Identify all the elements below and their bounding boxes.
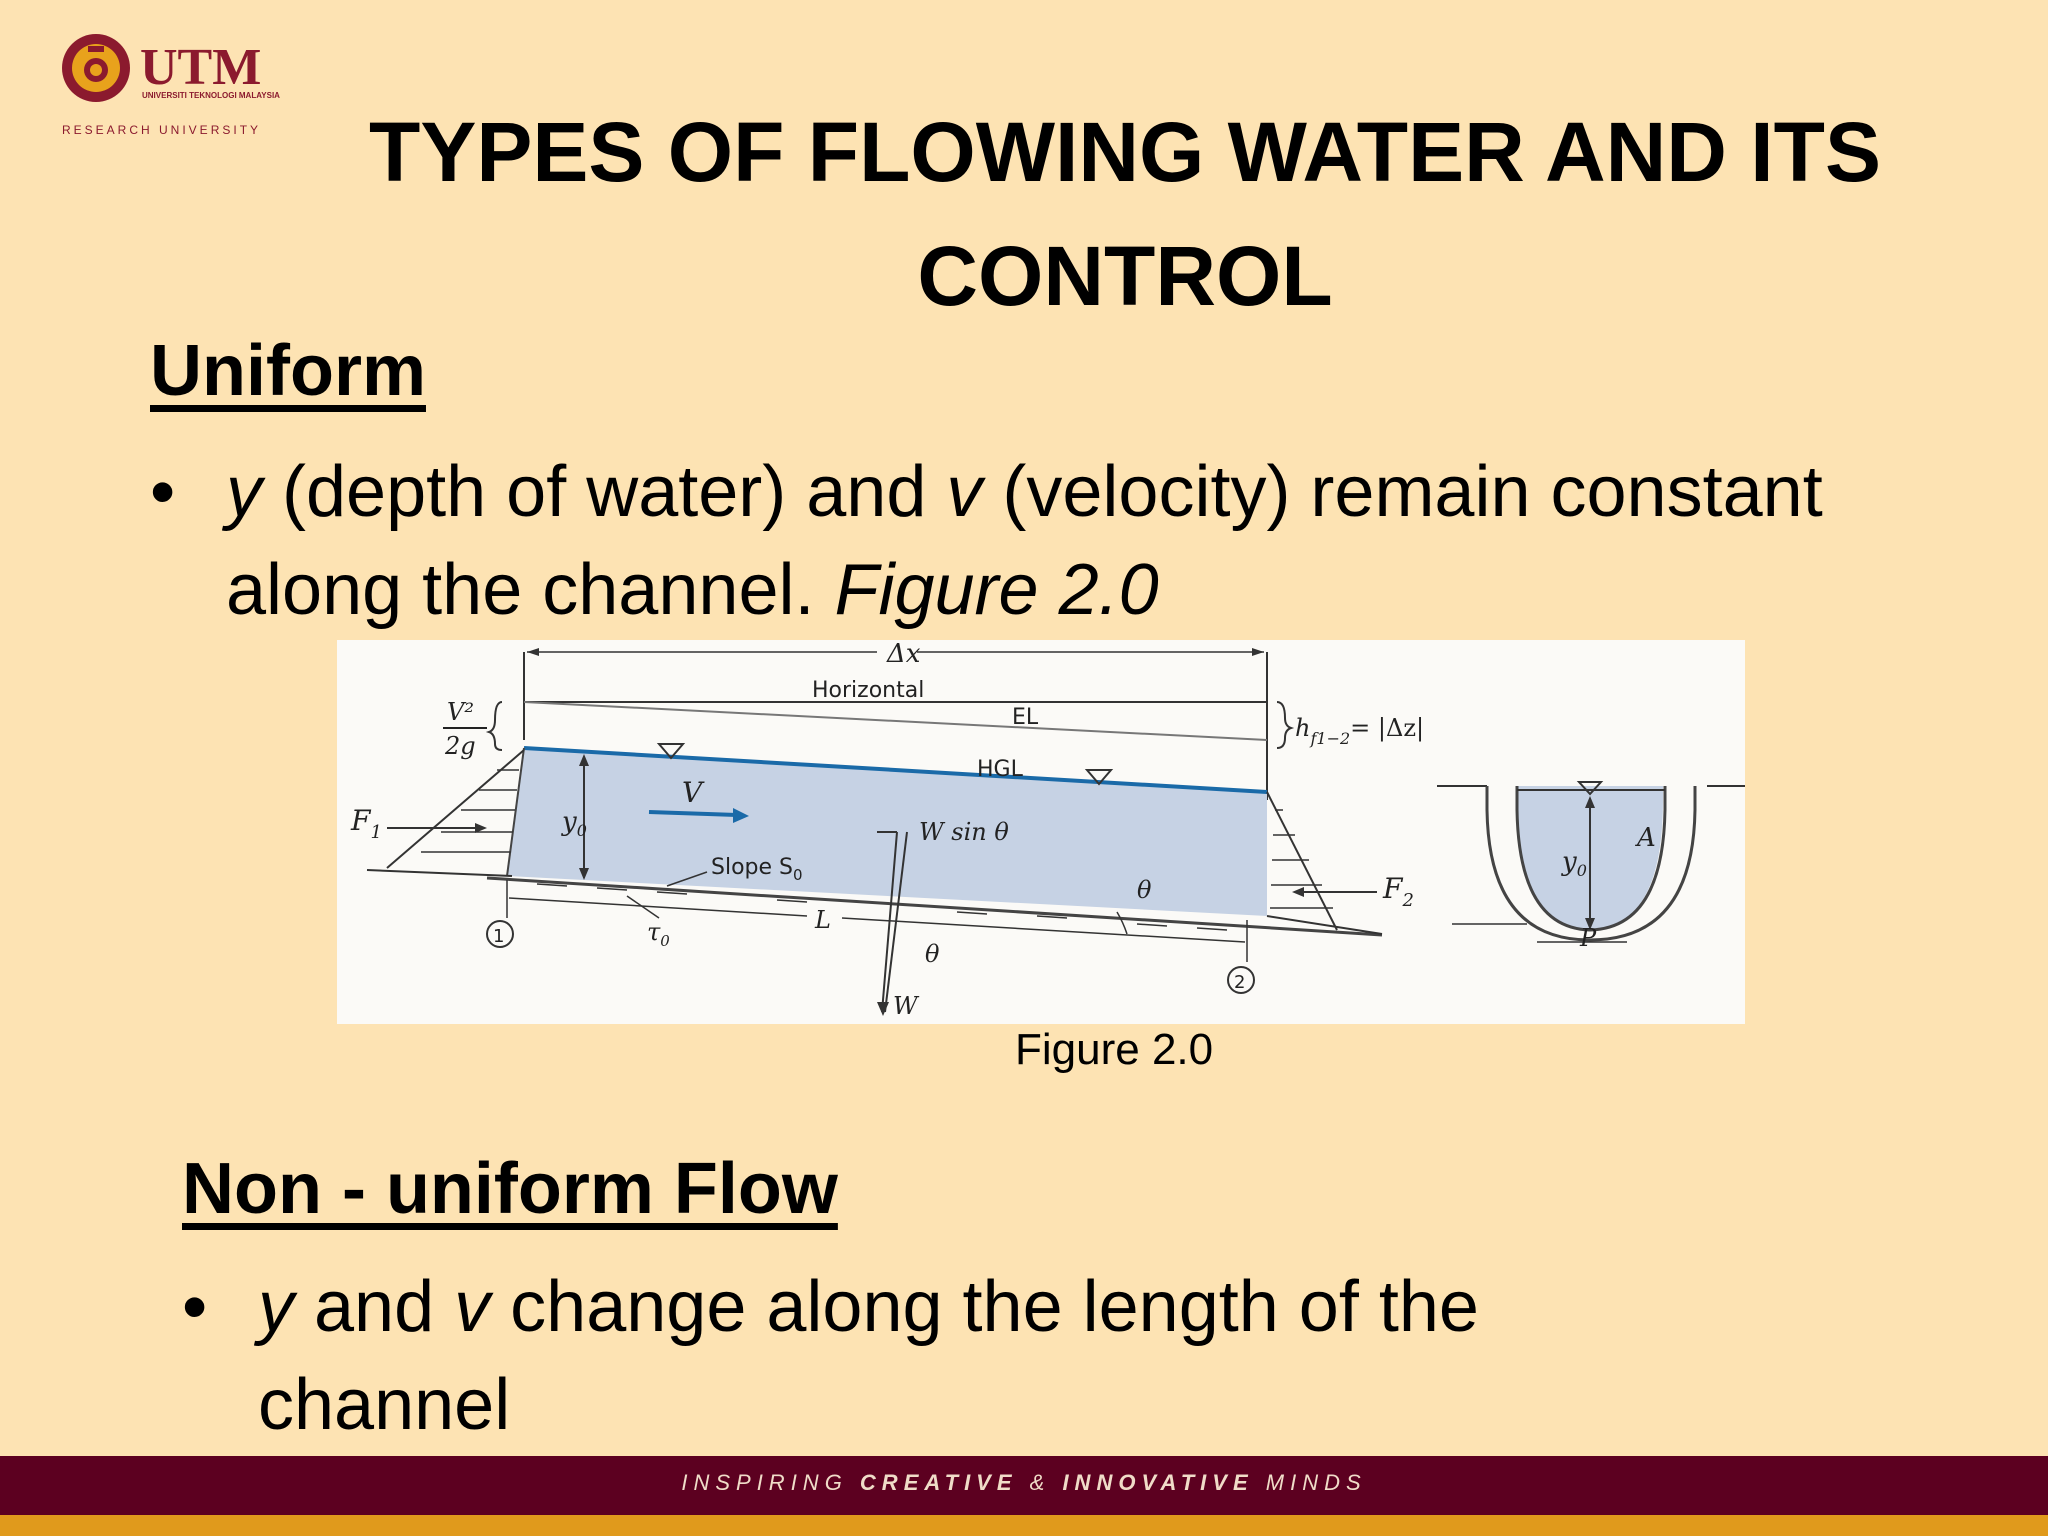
footer-slogan: INSPIRING CREATIVE & INNOVATIVE MINDS	[681, 1470, 1367, 1495]
svg-text:EL: EL	[1012, 705, 1039, 730]
svg-text:Δx: Δx	[886, 640, 921, 669]
svg-text:y0: y0	[1561, 847, 1587, 880]
svg-text:HGL: HGL	[977, 757, 1024, 782]
nonuniform-bullet: • y and v change along the length of the…	[182, 1258, 1982, 1458]
title-line-1: TYPES OF FLOWING WATER AND ITS	[369, 105, 1881, 199]
svg-text:L: L	[814, 906, 831, 934]
logo-university: UNIVERSITI TEKNOLOGI MALAYSIA	[142, 91, 280, 100]
svg-text:y0: y0	[561, 807, 587, 840]
var-y: y	[226, 452, 262, 532]
uniform-bullet: • y (depth of water) and v (velocity) re…	[150, 443, 2000, 643]
bullet-icon: •	[182, 1267, 208, 1347]
bullet-icon: •	[150, 452, 176, 532]
nonuniform-heading: Non - uniform Flow	[182, 1149, 838, 1229]
svg-text:2g: 2g	[444, 732, 476, 760]
footer-accent-stripe	[0, 1515, 2048, 1536]
svg-text:W sin θ: W sin θ	[919, 818, 1009, 846]
figure-channel-diagram: Δx Horizontal EL V² 2g hf1−2= |Δz| HGL V	[337, 639, 1745, 1024]
svg-text:W: W	[893, 992, 920, 1020]
svg-text:Horizontal: Horizontal	[812, 678, 924, 703]
svg-text:P: P	[1579, 924, 1597, 952]
svg-text:Slope S0: Slope S0	[711, 855, 803, 884]
figure-reference: Figure 2.0	[834, 550, 1159, 630]
uniform-heading: Uniform	[150, 331, 426, 411]
var-y: y	[258, 1267, 294, 1347]
svg-text:1: 1	[493, 926, 504, 947]
svg-text:2: 2	[1234, 972, 1245, 993]
footer-bar	[0, 1456, 2048, 1515]
figure-caption: Figure 2.0	[1015, 1025, 1214, 1074]
svg-text:hf1−2= |Δz|: hf1−2= |Δz|	[1295, 714, 1424, 748]
var-v: v	[454, 1267, 491, 1347]
svg-text:A: A	[1635, 823, 1656, 853]
svg-text:F2: F2	[1382, 872, 1414, 911]
title-line-2: CONTROL	[917, 229, 1333, 323]
page-title: TYPES OF FLOWING WATER AND ITS CONTROL	[300, 90, 1950, 338]
svg-text:θ: θ	[1137, 876, 1152, 904]
svg-text:τ0: τ0	[647, 918, 670, 950]
svg-text:F1: F1	[350, 804, 382, 843]
var-v: v	[946, 452, 983, 532]
svg-text:θ: θ	[925, 940, 940, 968]
logo-tagline: RESEARCH UNIVERSITY	[62, 123, 261, 137]
svg-text:V: V	[682, 776, 705, 809]
nonuniform-bullet-text: y and v change along the length of the c…	[258, 1267, 1479, 1445]
uniform-bullet-text: y (depth of water) and v (velocity) rema…	[226, 452, 1823, 630]
utm-logo: UTM UNIVERSITI TEKNOLOGI MALAYSIA RESEAR…	[60, 30, 290, 142]
svg-text:V²: V²	[447, 698, 474, 726]
logo-brand: UTM	[140, 39, 261, 96]
